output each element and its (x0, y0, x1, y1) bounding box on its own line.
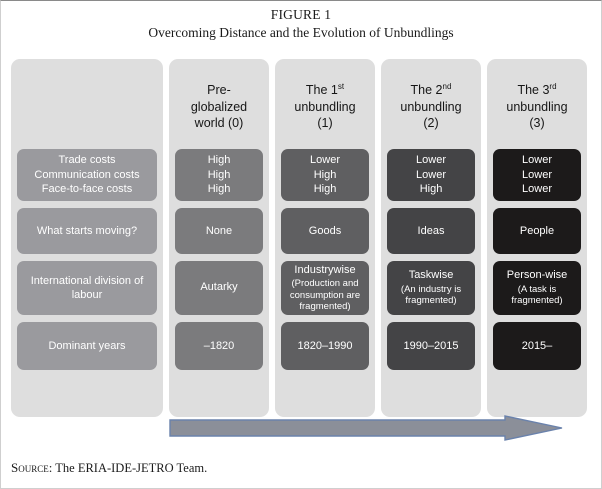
column-header-3: The 3rd unbundling (3) (493, 65, 581, 149)
cell-costs-3: Lower Lower Lower (493, 149, 581, 201)
row-label-line: Trade costs (58, 154, 116, 167)
cell-line: Lower (522, 183, 552, 196)
cell-what-moves-1: Goods (281, 208, 369, 254)
cell-line: High (313, 183, 337, 196)
arrow-icon (169, 415, 563, 441)
page-title: Overcoming Distance and the Evolution of… (148, 25, 454, 40)
column-header-line: unbundling (294, 99, 356, 114)
row-label-line: Communication costs (34, 168, 140, 181)
cell-years-1: 1820–1990 (281, 322, 369, 370)
source-note: Source: The ERIA-IDE-JETRO Team. (11, 460, 207, 476)
cell-division-1: Industrywise (Production and consumption… (281, 261, 369, 315)
column-panel-third-unbundling: The 3rd unbundling (3) Lower Lower Lower… (487, 59, 587, 417)
row-label-what-moves: What starts moving? (17, 208, 157, 254)
row-label-dominant-years: Dominant years (17, 322, 157, 370)
cell-line: Lower (310, 154, 340, 167)
row-label-costs: Trade costs Communication costs Face-to-… (17, 149, 157, 201)
cell-years-0: –1820 (175, 322, 263, 370)
cell-line: High (313, 168, 337, 181)
cell-years-3: 2015– (493, 322, 581, 370)
cell-line: 2015– (521, 339, 553, 352)
cell-line: None (205, 224, 233, 237)
ordinal-suffix: rd (549, 82, 557, 92)
column-panel-pre-globalized-world: Pre- globalized world (0) High High High… (169, 59, 269, 417)
cell-division-2: Taskwise (An industry is fragmented) (387, 261, 475, 315)
cell-division-3: Person-wise (A task is fragmented) (493, 261, 581, 315)
column-header-line: (3) (529, 116, 545, 131)
column-header-line: The 3 (517, 83, 550, 98)
column-header-line: The 2 (410, 83, 443, 98)
cell-line: High (419, 183, 443, 196)
cell-costs-1: Lower High High (281, 149, 369, 201)
column-header-0: Pre- globalized world (0) (175, 65, 263, 149)
cell-sub-text: (A task is fragmented) (511, 283, 563, 307)
title-block: FIGURE 1 Overcoming Distance and the Evo… (1, 1, 601, 42)
source-prefix: Source: (11, 460, 53, 475)
cell-costs-2: Lower Lower High (387, 149, 475, 201)
cell-main-text: Taskwise (408, 269, 454, 282)
cell-sub-text: (An industry is fragmented) (400, 283, 462, 307)
column-header-2: The 2nd unbundling (2) (387, 65, 475, 149)
row-label-panel-header-spacer (17, 65, 157, 149)
ordinal-suffix: st (337, 82, 345, 92)
column-header-line: unbundling (506, 99, 568, 114)
row-label-line: labour (71, 289, 103, 301)
column-header-line: Pre- (207, 83, 231, 98)
cell-line: High (207, 168, 231, 181)
time-progression-arrow (169, 415, 563, 441)
cell-line: Lower (416, 154, 446, 167)
cell-line: Lower (416, 168, 446, 181)
row-label-line: What starts moving? (36, 224, 138, 237)
cell-what-moves-2: Ideas (387, 208, 475, 254)
cell-line: Lower (522, 168, 552, 181)
cell-main-text: Industrywise (294, 263, 356, 276)
column-header-line: (1) (317, 116, 333, 131)
unbundlings-diagram: Trade costs Communication costs Face-to-… (11, 59, 593, 417)
column-panel-first-unbundling: The 1st unbundling (1) Lower High High G… (275, 59, 375, 417)
cell-costs-0: High High High (175, 149, 263, 201)
cell-line: High (207, 154, 231, 167)
row-label-panel: Trade costs Communication costs Face-to-… (11, 59, 163, 417)
cell-line: Goods (308, 224, 342, 237)
cell-years-2: 1990–2015 (387, 322, 475, 370)
cell-what-moves-3: People (493, 208, 581, 254)
cell-division-0: Autarky (175, 261, 263, 315)
column-header-line: (2) (423, 116, 439, 131)
figure-label: FIGURE 1 (270, 7, 332, 22)
cell-main-text: Person-wise (506, 269, 568, 282)
cell-line: People (519, 224, 555, 237)
column-header-line: world (0) (194, 116, 244, 131)
row-label-line: Face-to-face costs (41, 183, 133, 196)
cell-line: Ideas (417, 224, 445, 237)
cell-line: –1820 (203, 339, 235, 352)
column-header-1: The 1st unbundling (1) (281, 65, 369, 149)
cell-what-moves-0: None (175, 208, 263, 254)
cell-sub-text: (Production and consumption are fragment… (289, 278, 361, 312)
row-label-line: Dominant years (48, 339, 126, 352)
source-text: The ERIA-IDE-JETRO Team. (55, 461, 208, 475)
column-header-line: globalized (190, 99, 248, 114)
cell-line: Lower (522, 154, 552, 167)
column-panel-second-unbundling: The 2nd unbundling (2) Lower Lower High … (381, 59, 481, 417)
column-header-line: unbundling (400, 99, 462, 114)
column-header-line: The 1 (305, 83, 338, 98)
row-label-line: International division of (30, 274, 144, 287)
cell-line: 1990–2015 (403, 339, 459, 352)
cell-line: 1820–1990 (297, 339, 353, 352)
cell-main-text: Autarky (200, 281, 238, 294)
row-label-division-of-labour: International division of labour (17, 261, 157, 315)
ordinal-suffix: nd (442, 82, 452, 92)
cell-line: High (207, 183, 231, 196)
